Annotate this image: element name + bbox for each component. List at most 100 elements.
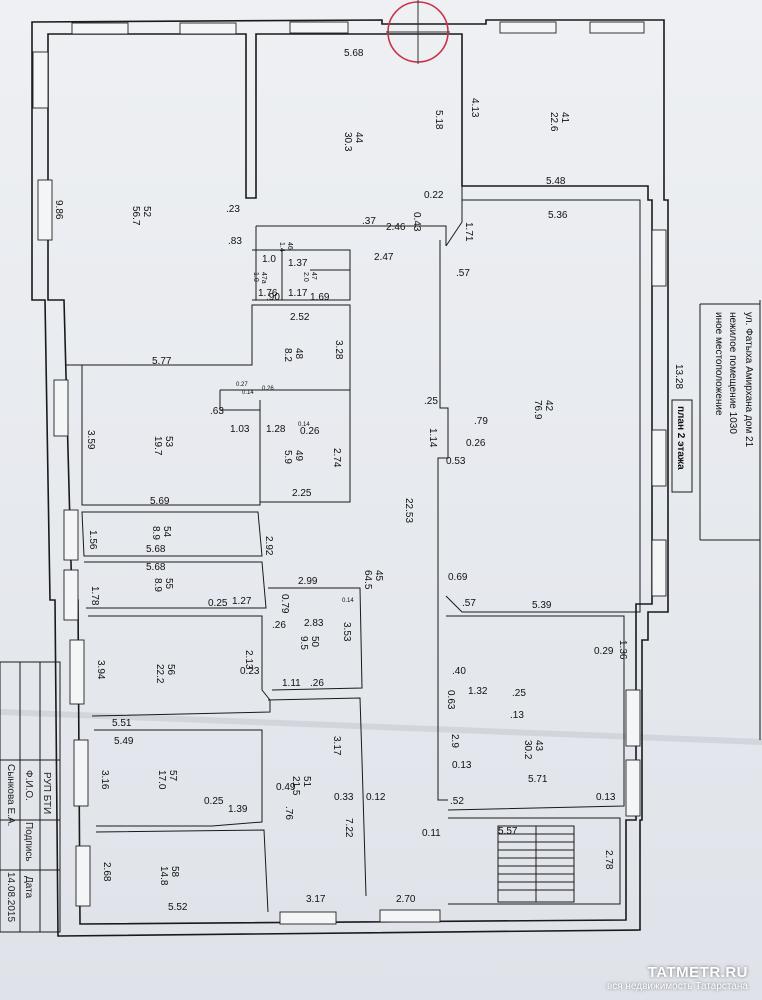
room-58-label: 5814.8 [158, 866, 180, 886]
svg-text:0.26: 0.26 [300, 426, 320, 437]
svg-text:3.59: 3.59 [85, 430, 96, 450]
address-line: ул. Фатыха Амирхана дом 21 [743, 312, 754, 448]
svg-text:.23: .23 [226, 204, 240, 215]
svg-text:0.79: 0.79 [279, 594, 290, 614]
svg-text:3.94: 3.94 [95, 660, 106, 680]
svg-text:0.25: 0.25 [208, 598, 228, 609]
svg-text:1.11: 1.11 [282, 678, 301, 689]
svg-text:5.57: 5.57 [498, 826, 518, 837]
dimension-labels: 5.68 5.18 4.13 5.48 0.22 9.86 .23 .83 .3… [53, 48, 684, 913]
top-windows [71, 21, 645, 35]
svg-text:2.99: 2.99 [298, 576, 318, 587]
location-line: иное местоположение [713, 312, 724, 416]
room-45-label: 4564.5 [362, 570, 384, 590]
room-42-label: 4276.9 [532, 400, 554, 420]
room-44-label: 4430.3 [342, 132, 364, 152]
stamp-org: РУП БТИ [41, 772, 52, 814]
svg-text:5.51: 5.51 [112, 718, 132, 729]
svg-text:0.26: 0.26 [262, 386, 274, 392]
svg-text:1.14: 1.14 [427, 428, 438, 448]
room-56-label: 5622.2 [154, 664, 176, 684]
svg-text:2.78: 2.78 [603, 850, 614, 870]
room-55-label: 558.9 [152, 578, 174, 592]
svg-text:.76: .76 [283, 806, 294, 820]
stamp-name-label: Ф.И.О. [23, 770, 34, 801]
svg-text:5.71: 5.71 [528, 774, 548, 785]
svg-text:1.17: 1.17 [288, 288, 308, 299]
svg-text:1.37: 1.37 [288, 258, 308, 269]
right-windows [625, 229, 667, 817]
staircase [497, 825, 575, 903]
svg-text:3.28: 3.28 [333, 340, 344, 360]
svg-text:1.69: 1.69 [310, 292, 330, 303]
svg-text:0.13: 0.13 [596, 792, 616, 803]
svg-text:5.77: 5.77 [152, 356, 172, 367]
svg-text:3.17: 3.17 [306, 894, 326, 905]
svg-text:.52: .52 [450, 796, 464, 807]
svg-text:.83: .83 [228, 236, 242, 247]
svg-text:.25: .25 [424, 396, 438, 407]
svg-text:2.46: 2.46 [386, 222, 406, 233]
watermark: TATMETR.RU вся недвижимость Татарстана [607, 964, 748, 992]
svg-text:2.92: 2.92 [263, 536, 274, 556]
room-50-label: 509.5 [298, 636, 320, 650]
svg-text:0.53: 0.53 [446, 456, 466, 467]
svg-text:3.16: 3.16 [99, 770, 110, 790]
watermark-tagline: вся недвижимость Татарстана [607, 981, 748, 992]
svg-text:2.25: 2.25 [292, 488, 312, 499]
svg-text:4.13: 4.13 [469, 98, 480, 118]
svg-text:5.39: 5.39 [532, 600, 552, 611]
left-windows [32, 51, 91, 907]
svg-text:.26: .26 [272, 620, 286, 631]
room-51-label: 5121.5 [290, 776, 312, 796]
svg-text:2.13: 2.13 [243, 650, 254, 670]
svg-text:0.13: 0.13 [452, 760, 472, 771]
svg-text:0.69: 0.69 [448, 572, 468, 583]
svg-text:5.36: 5.36 [548, 210, 568, 221]
room-57-label: 5717.0 [156, 770, 178, 790]
svg-text:0.26: 0.26 [466, 438, 486, 449]
svg-text:5.69: 5.69 [150, 496, 170, 507]
svg-text:3.17: 3.17 [331, 736, 342, 756]
room-41-label: 4122.6 [548, 112, 570, 132]
partitions [66, 186, 641, 913]
premises-line: нежилое помещение 1030 [727, 312, 738, 434]
svg-text:.57: .57 [462, 598, 476, 609]
bti-stamp: РУП БТИ Ф.И.О. Подпись Дата Сынкова Е.А.… [0, 661, 61, 933]
stamp-date-label: Дата [23, 876, 34, 899]
svg-text:1.28: 1.28 [266, 424, 286, 435]
svg-text:2.68: 2.68 [101, 862, 112, 882]
svg-text:2.83: 2.83 [304, 618, 324, 629]
svg-text:1.0: 1.0 [262, 254, 276, 265]
svg-text:0.11: 0.11 [422, 828, 441, 839]
stamp-date: 14.08.2015 [5, 872, 16, 922]
title-block: ул. Фатыха Амирхана дом 21 нежилое помещ… [671, 300, 761, 740]
bottom-windows [279, 909, 441, 925]
svg-text:1.36: 1.36 [617, 640, 628, 660]
svg-text:2.9: 2.9 [449, 734, 460, 748]
room-46-label: 461.4 [278, 242, 293, 252]
svg-text:1.71: 1.71 [463, 222, 474, 242]
stamp-executor: Сынкова Е.А. [5, 764, 16, 826]
svg-text:2.47: 2.47 [374, 252, 394, 263]
svg-text:0.63: 0.63 [445, 690, 456, 710]
svg-text:9.86: 9.86 [53, 200, 64, 220]
svg-text:.40: .40 [452, 666, 466, 677]
svg-text:0.25: 0.25 [204, 796, 224, 807]
svg-text:5.18: 5.18 [433, 110, 444, 130]
svg-text:0.14: 0.14 [342, 598, 354, 604]
svg-text:.26: .26 [310, 678, 324, 689]
svg-text:0.49: 0.49 [276, 782, 296, 793]
room-53-label: 5319.7 [152, 436, 174, 456]
svg-text:2.74: 2.74 [331, 448, 342, 468]
room-54-label: 548.9 [150, 526, 172, 540]
room-47-label: 472.0 [302, 272, 317, 282]
stamp-signature-label: Подпись [23, 822, 34, 862]
svg-text:0.29: 0.29 [594, 646, 614, 657]
room-47a-label: 47a1.0 [252, 272, 267, 284]
svg-text:13.28: 13.28 [673, 364, 684, 389]
svg-text:0.12: 0.12 [366, 792, 386, 803]
svg-text:5.52: 5.52 [168, 902, 188, 913]
